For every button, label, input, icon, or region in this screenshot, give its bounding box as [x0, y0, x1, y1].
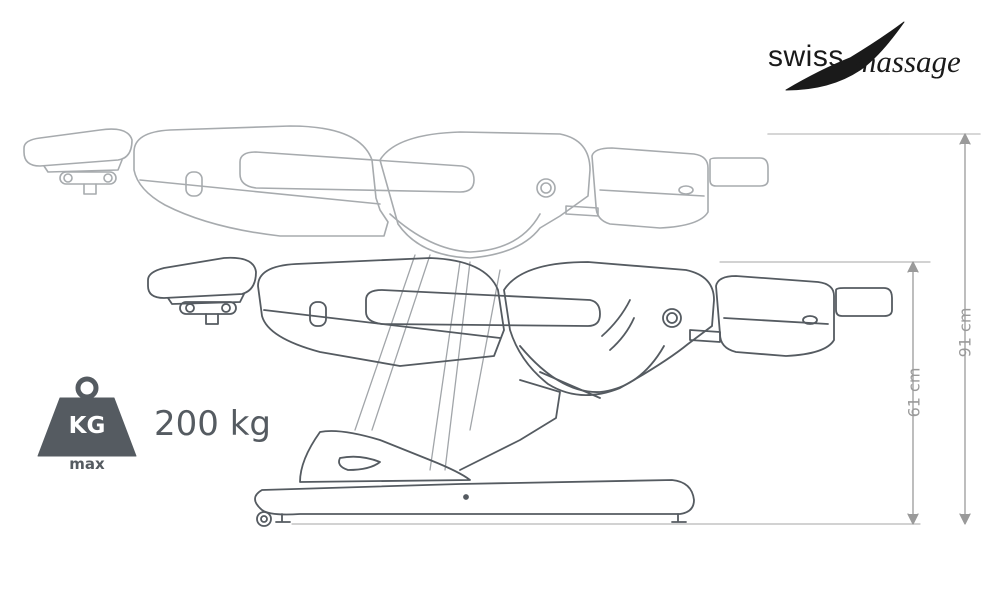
table-lowered-position: [147, 256, 931, 527]
height-low-label: 61 cm: [904, 367, 924, 418]
weight-badge-text: KG: [68, 413, 106, 439]
logo-swoosh: [785, 21, 905, 91]
brand-script: massage: [854, 44, 961, 79]
table-raised-position: [23, 125, 981, 259]
dimension-lines: [907, 133, 971, 525]
brand-word: swiss: [768, 40, 844, 73]
weight-icon: [37, 376, 137, 457]
weight-badge-sub: max: [69, 455, 105, 473]
brand-logo: swiss massage: [762, 18, 987, 100]
lift-linkage-guides: [354, 254, 501, 471]
max-load-value: 200 kg: [154, 404, 271, 444]
height-high-label: 91 cm: [955, 307, 975, 358]
